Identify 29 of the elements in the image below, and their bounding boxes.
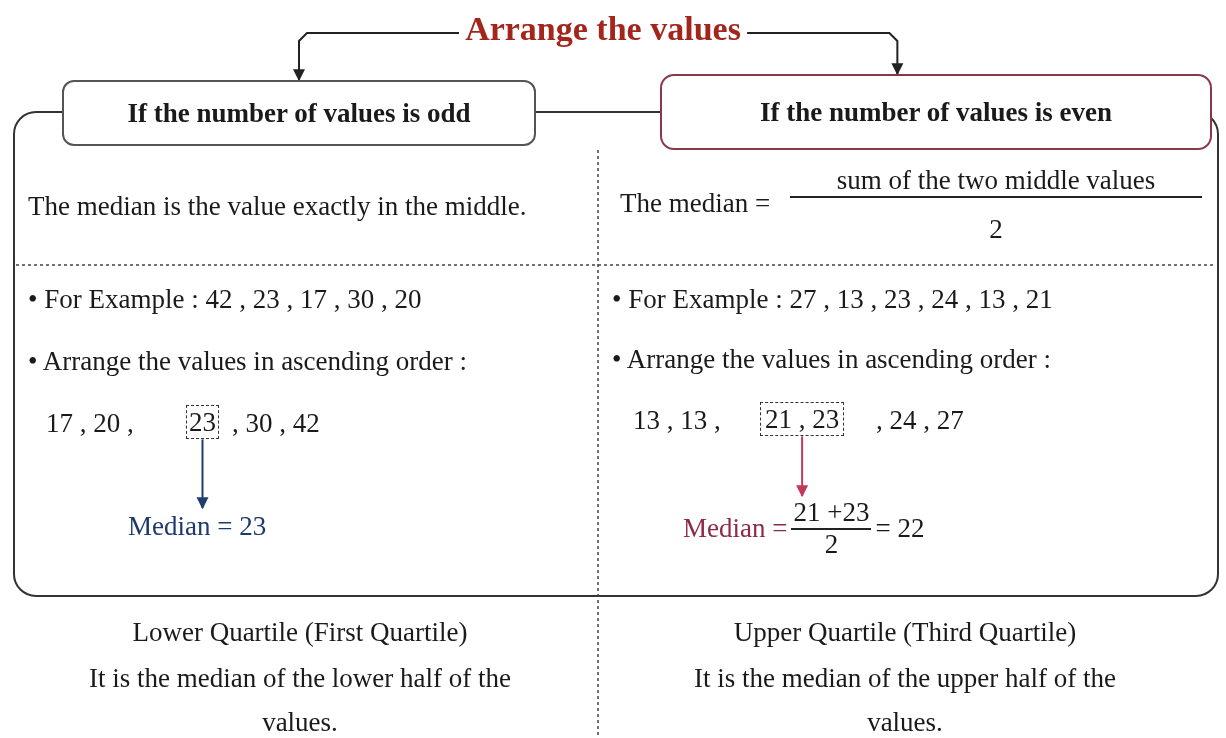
example-text: • For Example : 27 , 13 , 23 , 24 , 13 , 21: [612, 283, 1053, 316]
header-box: If the number of values is odd: [62, 80, 536, 146]
arrow: [196, 438, 209, 510]
instruction-text: • Arrange the values in ascending order :: [612, 343, 1052, 376]
dashed-highlight-box: 23: [186, 405, 219, 440]
instruction-text: • Arrange the values in ascending order :: [28, 345, 468, 378]
median-word: Median =: [683, 513, 788, 545]
result-value: = 22: [875, 513, 925, 545]
sorted-values: , 30 , 42: [232, 407, 320, 440]
rule-text: The median is the value exactly in the middle.: [28, 190, 527, 223]
fraction-numerator: 21 +23: [791, 498, 872, 530]
arrow: [796, 435, 809, 498]
median-result: Median = 23: [128, 510, 267, 543]
sorted-values: , 24 , 27: [876, 404, 964, 437]
header-box: If the number of values is even: [660, 74, 1212, 150]
quartile-definition: It is the median of the lower half of the values.: [87, 662, 513, 738]
example-text: • For Example : 42 , 23 , 17 , 30 , 20: [28, 283, 422, 316]
fraction-numerator: sum of the two middle values: [790, 164, 1202, 199]
quartile-definition: It is the median of the upper half of the values.: [692, 662, 1118, 738]
sorted-values: 17 , 20 ,: [46, 407, 134, 440]
dashed-highlight-box: 21 , 23: [760, 402, 845, 437]
quartile-heading: Upper Quartile (Third Quartile): [732, 616, 1078, 649]
arrow: [293, 32, 461, 82]
fraction-denominator: 2: [824, 529, 839, 560]
fraction-denominator: 2: [988, 213, 1004, 246]
arrow: [745, 32, 904, 76]
sorted-values: 13 , 13 ,: [633, 404, 721, 437]
quartile-heading: Lower Quartile (First Quartile): [131, 616, 469, 649]
formula-text: The median =: [620, 187, 771, 220]
